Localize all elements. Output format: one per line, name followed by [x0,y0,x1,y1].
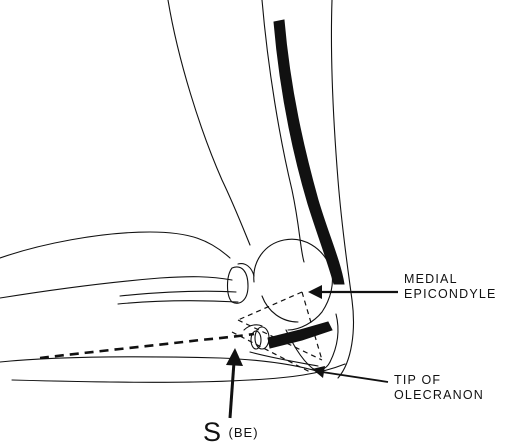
s-point-label: S (BE) [203,418,259,447]
humerus-condyle [254,239,333,330]
elbow-skin-fold [0,232,230,258]
upper-arm-outline [168,0,250,245]
s-point-arrowhead [226,348,243,366]
s-point-pointer-line [230,362,234,418]
forearm-lower-contour [0,357,320,372]
dashed-nerve-course [40,334,254,358]
forearm-upper-contour [0,277,232,298]
radial-head [228,267,249,303]
radius-bone [118,291,238,304]
medial-epicondyle-label-line2: EPICONDYLE [404,287,497,302]
ulnar-nerve-segment [268,322,332,348]
olecranon-tip-label: TIP OF OLECRANON [394,373,484,403]
olecranon-tip-label-line2: OLECRANON [394,388,484,403]
olecranon-pointer-line [322,372,388,382]
medial-epicondyle-label: MEDIAL EPICONDYLE [404,272,497,302]
forearm-bottom-outline [12,364,345,382]
s-point-label-sub: (BE) [229,425,259,440]
s-point-label-main: S [203,417,221,447]
olecranon-arrowhead [312,366,325,378]
olecranon-tip-label-line1: TIP OF [394,373,484,388]
medial-epicondyle-label-line1: MEDIAL [404,272,497,287]
posterior-arm-outline [331,0,353,378]
trochlea [255,327,269,349]
medial-epicondyle-arrowhead [308,285,322,299]
ulnar-nerve-upper [274,20,344,284]
